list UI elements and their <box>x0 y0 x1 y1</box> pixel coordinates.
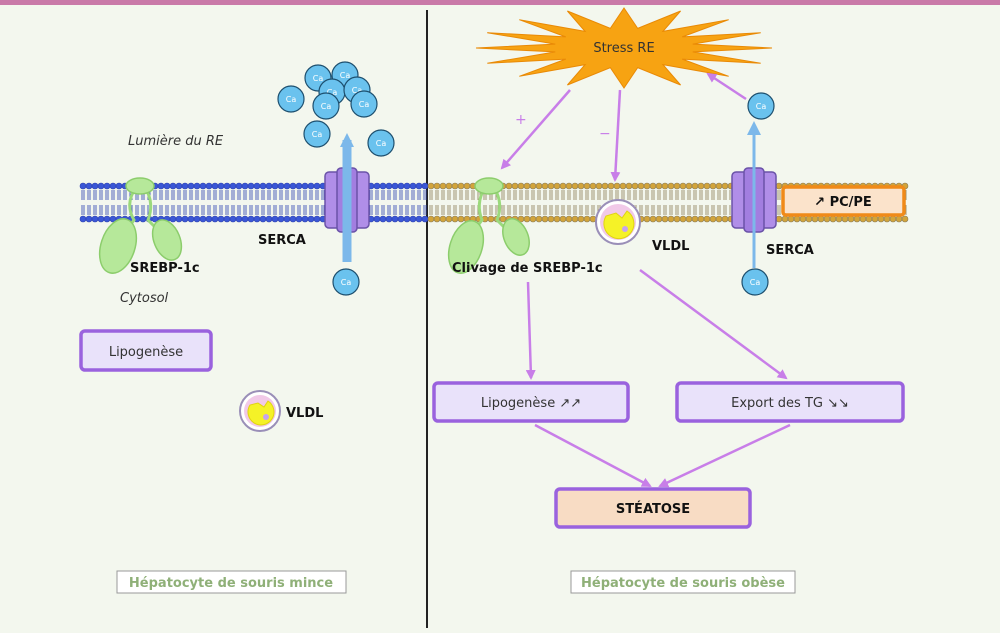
cleavage-to-lipogenesis-arrow <box>525 281 536 380</box>
lipogenesis-box-left <box>79 329 213 372</box>
caption-left: Hépatocyte de souris mince <box>129 576 333 591</box>
calcium-ion: Ca <box>303 120 331 148</box>
plus-sign: + <box>515 112 527 128</box>
top-stripe <box>0 0 1000 5</box>
vldl-label-left: VLDL <box>286 406 323 421</box>
steatosis-box <box>554 487 752 529</box>
lipogenesis-to-steatosis-arrow <box>534 423 652 488</box>
calcium-ion-label: Ca <box>321 102 332 111</box>
export-tg-label: Export des TG ↘↘ <box>731 396 849 411</box>
calcium-ion: Ca <box>312 92 340 120</box>
minus-sign: − <box>599 126 611 142</box>
calcium-ion-label: Ca <box>756 102 767 111</box>
stress-to-srebp-arrow <box>500 89 571 170</box>
lipogenesis-label-left: Lipogenèse <box>109 345 183 360</box>
caption-right: Hépatocyte de souris obèse <box>581 576 785 591</box>
calcium-to-stress-arrow <box>706 72 747 101</box>
serca-label-left: SERCA <box>258 233 306 248</box>
vldl-particle-right <box>595 199 641 245</box>
calcium-ion-label: Ca <box>313 74 324 83</box>
calcium-ion-label: Ca <box>341 278 352 287</box>
calcium-ion-label: Ca <box>340 71 351 80</box>
srebp-label-left: SREBP-1c <box>130 261 200 276</box>
calcium-ion: Ca <box>277 85 305 113</box>
calcium-ion: Ca <box>367 129 395 157</box>
calcium-ion: Ca <box>350 90 378 118</box>
pcpe-label: ↗ PC/PE <box>814 195 872 210</box>
calcium-ion: Ca <box>747 92 775 120</box>
srebp-protein-left <box>98 177 183 274</box>
vldl-to-export-arrow <box>639 268 788 380</box>
calcium-ion: Ca <box>741 268 769 296</box>
cleavage-label: Clivage de SREBP-1c <box>452 261 603 276</box>
lumen-label: Lumière du RE <box>128 134 224 149</box>
export-tg-box <box>675 381 905 423</box>
stress-label: Stress RE <box>593 41 654 56</box>
calcium-ion-label: Ca <box>286 95 297 104</box>
caption-box-right <box>570 570 796 594</box>
cytosol-label: Cytosol <box>120 291 169 306</box>
calcium-ion-label: Ca <box>352 86 363 95</box>
calcium-ion-label: Ca <box>359 100 370 109</box>
serca-label-right: SERCA <box>766 243 814 258</box>
calcium-ion-label: Ca <box>376 139 387 148</box>
pcpe-box <box>781 185 906 217</box>
stress-burst <box>475 7 773 89</box>
calcium-ion-label: Ca <box>750 278 761 287</box>
calcium-ion-label: Ca <box>312 130 323 139</box>
export-to-steatosis-arrow <box>658 423 791 488</box>
lipogenesis-box-right <box>432 381 630 423</box>
srebp-protein-right <box>447 177 530 274</box>
vldl-label-right: VLDL <box>652 239 689 254</box>
steatosis-label: STÉATOSE <box>616 501 690 517</box>
stress-to-vldl-arrow <box>610 89 622 182</box>
calcium-ion-label: Ca <box>327 88 338 97</box>
lipogenesis-label-right: Lipogenèse ↗↗ <box>481 396 581 411</box>
vldl-particle-left <box>239 390 281 432</box>
calcium-ion: Ca <box>332 268 360 296</box>
caption-box-left <box>116 570 347 594</box>
